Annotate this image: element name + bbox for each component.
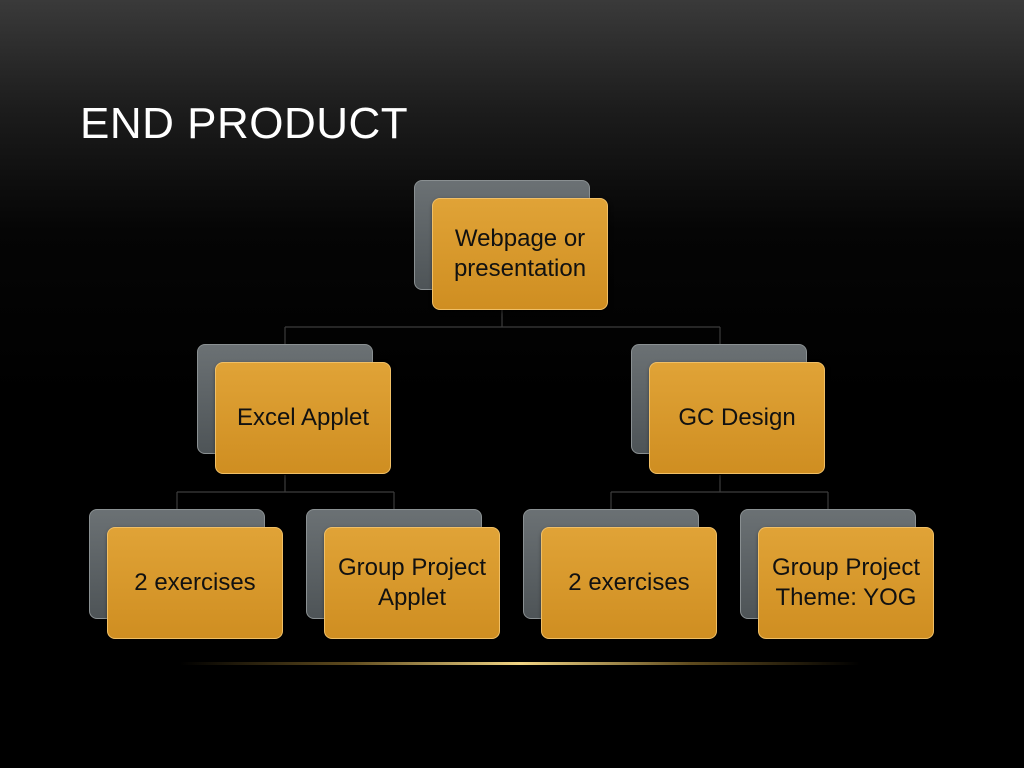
connector-gc-design-to-children — [610, 475, 829, 527]
node-label: Excel Applet — [215, 362, 391, 474]
node-excel-2-exercises: 2 exercises — [89, 509, 283, 639]
node-gc-design: GC Design — [631, 344, 825, 474]
node-webpage-or-presentation: Webpage or presentation — [414, 180, 608, 310]
node-excel-applet: Excel Applet — [197, 344, 391, 474]
node-gc-2-exercises: 2 exercises — [523, 509, 717, 639]
accent-glow-line — [180, 662, 860, 665]
node-label: GC Design — [649, 362, 825, 474]
connector-root-to-level2 — [284, 310, 721, 363]
node-label: Webpage or presentation — [432, 198, 608, 310]
connector-excel-applet-to-children — [176, 475, 395, 527]
node-group-project-theme-yog: Group Project Theme: YOG — [740, 509, 934, 639]
node-label: Group Project Theme: YOG — [758, 527, 934, 639]
node-label: Group Project Applet — [324, 527, 500, 639]
node-label: 2 exercises — [107, 527, 283, 639]
node-group-project-applet: Group Project Applet — [306, 509, 500, 639]
node-label: 2 exercises — [541, 527, 717, 639]
slide-title: END PRODUCT — [80, 99, 409, 148]
